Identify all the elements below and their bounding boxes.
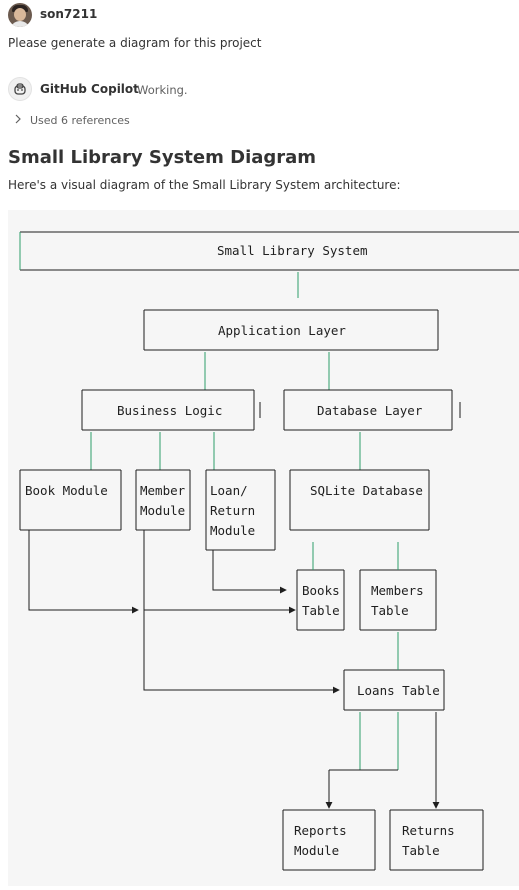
box-loans-table xyxy=(343,669,445,711)
label-reports-module-2: Module xyxy=(294,843,339,858)
user-message: Please generate a diagram for this proje… xyxy=(8,36,262,50)
user-avatar[interactable] xyxy=(8,3,32,27)
label-member-module-2: Module xyxy=(140,503,185,518)
architecture-diagram: Small Library System Application Layer B… xyxy=(19,231,519,871)
arrow-loan-to-books xyxy=(212,550,287,594)
box-database-layer xyxy=(283,389,461,431)
copilot-icon xyxy=(8,77,32,101)
assistant-status: Working. xyxy=(137,83,188,97)
box-book-module xyxy=(19,469,122,531)
label-returns-table-1: Returns xyxy=(402,823,455,838)
label-members-table-1: Members xyxy=(371,583,424,598)
label-member-module-1: Member xyxy=(140,483,186,498)
box-reports-module xyxy=(282,809,376,871)
references-label: Used 6 references xyxy=(30,114,130,127)
label-books-table-1: Books xyxy=(302,583,340,598)
box-returns-table xyxy=(389,809,484,871)
label-business-logic: Business Logic xyxy=(117,403,222,418)
arrow-member-to-loans xyxy=(143,530,340,694)
arrow-book-to-member xyxy=(28,530,139,614)
response-heading: Small Library System Diagram xyxy=(8,147,317,168)
label-loans-table: Loans Table xyxy=(357,683,440,698)
box-application-layer xyxy=(143,309,439,351)
label-members-table-2: Table xyxy=(371,603,409,618)
user-name[interactable]: son7211 xyxy=(40,7,98,21)
label-application-layer: Application Layer xyxy=(218,323,346,338)
box-sqlite-database xyxy=(289,469,430,531)
label-loan-module-1: Loan/ xyxy=(210,483,248,498)
response-intro: Here's a visual diagram of the Small Lib… xyxy=(8,178,401,192)
label-loan-module-3: Module xyxy=(210,523,255,538)
box-books-table xyxy=(296,569,345,631)
label-returns-table-2: Table xyxy=(402,843,440,858)
diagram-code-block: Small Library System Application Layer B… xyxy=(8,210,519,886)
label-reports-module-1: Reports xyxy=(294,823,347,838)
box-title-border xyxy=(20,231,519,271)
label-loan-module-2: Return xyxy=(210,503,255,518)
box-member-module xyxy=(135,469,191,531)
box-business-logic xyxy=(81,389,261,431)
label-book-module: Book Module xyxy=(25,483,108,498)
label-sqlite-database: SQLite Database xyxy=(310,483,423,498)
assistant-name: GitHub Copilot xyxy=(40,82,139,96)
box-loan-module xyxy=(205,469,276,551)
references-toggle[interactable]: Used 6 references xyxy=(14,114,130,127)
chevron-right-icon xyxy=(14,114,22,127)
label-database-layer: Database Layer xyxy=(317,403,423,418)
label-books-table-2: Table xyxy=(302,603,340,618)
label-system-title: Small Library System xyxy=(217,243,368,258)
box-members-table xyxy=(359,569,437,631)
